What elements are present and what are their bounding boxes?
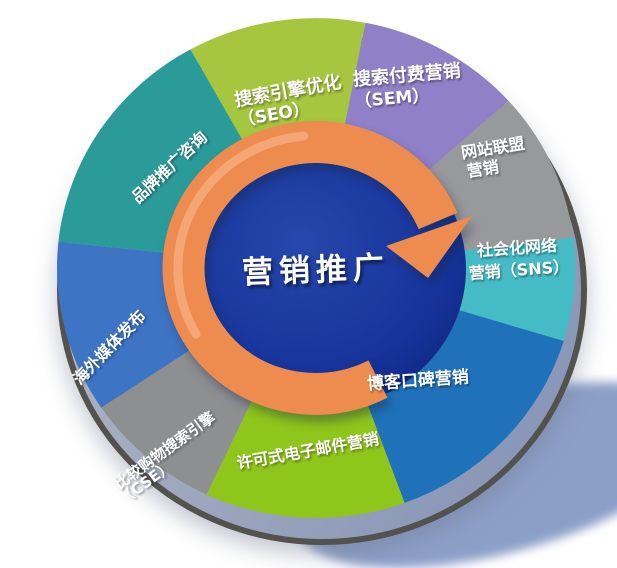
cycle-arrow-highlight <box>173 131 309 339</box>
cycle-arrow-band <box>162 121 458 415</box>
cycle-arrow <box>162 121 472 415</box>
center-title: 营销推广 <box>241 250 390 291</box>
cycle-arrow-head <box>386 216 472 278</box>
label-website-alliance-line2: 营销 <box>466 157 501 181</box>
center-hub <box>166 128 466 410</box>
